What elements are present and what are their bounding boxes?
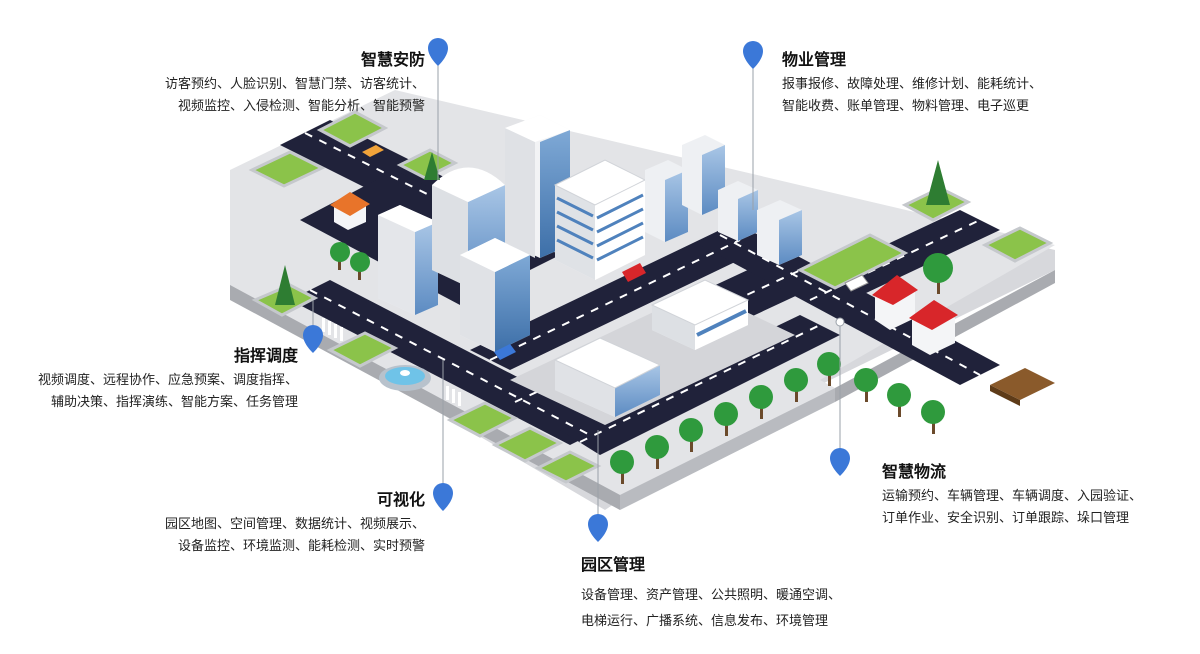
- pin-command-icon: [303, 324, 323, 353]
- fountain: [379, 365, 431, 391]
- module-command-line2: 辅助决策、指挥演练、智能方案、任务管理: [50, 395, 298, 410]
- pin-security-icon: [428, 38, 448, 66]
- module-park-title: 园区管理: [581, 555, 646, 574]
- map-pins: [303, 38, 850, 542]
- module-park-line1: 设备管理、资产管理、公共照明、暖通空调、: [581, 588, 842, 603]
- pin-anchor: [835, 317, 845, 327]
- module-visual-line1: 园区地图、空间管理、数据统计、视频展示、: [164, 517, 425, 532]
- module-property-line1: 报事报修、故障处理、维修计划、能耗统计、: [782, 77, 1043, 92]
- module-command-line1: 视频调度、远程协作、应急预案、调度指挥、: [37, 373, 298, 388]
- buildings: [330, 115, 958, 417]
- module-command-title: 指挥调度: [233, 346, 298, 365]
- module-visual-line2: 设备监控、环境监测、能耗检测、实时预警: [177, 539, 425, 554]
- trees: [275, 152, 953, 484]
- pin-logistics-icon: [830, 448, 850, 476]
- module-security-title: 智慧安防: [360, 50, 425, 69]
- module-park: 园区管理 设备管理、资产管理、公共照明、暖通空调、 电梯运行、广播系统、信息发布…: [581, 551, 841, 635]
- module-visual-title: 可视化: [376, 490, 425, 509]
- module-park-line2: 电梯运行、广播系统、信息发布、环境管理: [581, 614, 829, 629]
- module-property-title: 物业管理: [782, 50, 847, 69]
- module-security: 智慧安防 访客预约、人脸识别、智慧门禁、访客统计、 视频监控、入侵检测、智能分析…: [140, 46, 425, 118]
- vehicles: [362, 145, 869, 360]
- crosswalk: [322, 318, 461, 406]
- module-logistics-title: 智慧物流: [882, 462, 947, 481]
- module-property: 物业管理 报事报修、故障处理、维修计划、能耗统计、 智能收费、账单管理、物料管理…: [782, 46, 1042, 118]
- pin-property-icon: [743, 41, 763, 69]
- guide-lines: [312, 62, 841, 525]
- farm-plot: [990, 368, 1055, 406]
- module-command: 指挥调度 视频调度、远程协作、应急预案、调度指挥、 辅助决策、指挥演练、智能方案…: [10, 342, 298, 414]
- module-logistics: 智慧物流 运输预约、车辆管理、车辆调度、入园验证、 订单作业、安全识别、订单跟踪…: [882, 458, 1142, 530]
- module-security-line2: 视频监控、入侵检测、智能分析、智能预警: [177, 99, 425, 114]
- pin-park-icon: [588, 514, 608, 542]
- module-logistics-line2: 订单作业、安全识别、订单跟踪、垛口管理: [882, 511, 1130, 526]
- module-property-line2: 智能收费、账单管理、物料管理、电子巡更: [782, 99, 1030, 114]
- module-security-line1: 访客预约、人脸识别、智慧门禁、访客统计、: [164, 77, 425, 92]
- pin-visual-icon: [433, 483, 453, 511]
- module-logistics-line1: 运输预约、车辆管理、车辆调度、入园验证、: [882, 489, 1143, 504]
- module-visual: 可视化 园区地图、空间管理、数据统计、视频展示、 设备监控、环境监测、能耗检测、…: [140, 486, 425, 558]
